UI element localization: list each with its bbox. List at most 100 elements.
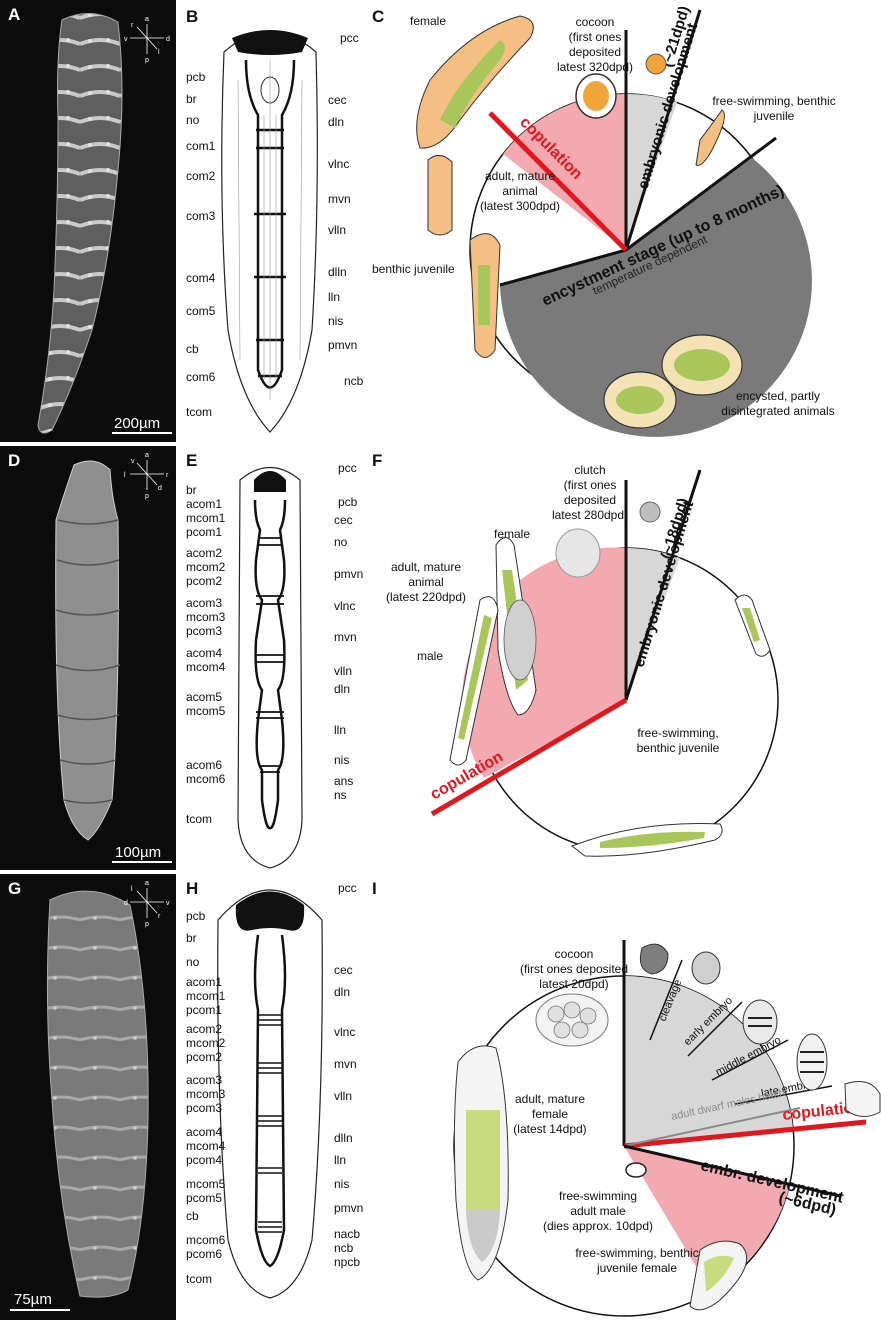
cord-e bbox=[255, 500, 285, 828]
panel-d: D a p l r v d 100µm bbox=[0, 446, 176, 870]
panel-label-d: D bbox=[8, 451, 20, 470]
svg-text:adult, mature: adult, mature bbox=[485, 169, 555, 183]
svg-text:dln: dln bbox=[334, 985, 350, 999]
labels-left-e: br acom1 mcom1 pcom1 acom2 mcom2 pcom2 a… bbox=[186, 483, 226, 826]
svg-text:juvenile female: juvenile female bbox=[596, 1261, 677, 1275]
labels-right-b: pcc cec dln vlnc mvn vlln dlln lln nis p… bbox=[328, 31, 364, 388]
svg-text:pcom6: pcom6 bbox=[186, 1247, 222, 1261]
svg-text:mcom5: mcom5 bbox=[186, 704, 226, 718]
svg-text:com6: com6 bbox=[186, 370, 216, 384]
svg-text:free-swimming, benthic: free-swimming, benthic bbox=[712, 94, 835, 108]
svg-text:pmvn: pmvn bbox=[334, 1201, 363, 1215]
male-label-i: free-swimming adult male (dies approx. 1… bbox=[543, 1189, 653, 1233]
panel-label-g: G bbox=[8, 879, 21, 898]
adult-drawing-c bbox=[428, 155, 452, 235]
body-outline-h bbox=[218, 890, 323, 1298]
panel-f: F copulation embryonic development (~18d… bbox=[372, 451, 778, 856]
svg-text:com1: com1 bbox=[186, 139, 216, 153]
svg-text:v: v bbox=[124, 36, 128, 43]
svg-text:com4: com4 bbox=[186, 271, 216, 285]
svg-text:cec: cec bbox=[334, 513, 353, 527]
encysted-label-c: encysted, partly disintegrated animals bbox=[721, 389, 834, 418]
svg-text:latest 20dpd): latest 20dpd) bbox=[539, 977, 608, 991]
svg-text:mcom1: mcom1 bbox=[186, 989, 226, 1003]
svg-text:vlln: vlln bbox=[334, 664, 352, 678]
body-outline-b bbox=[222, 32, 318, 432]
svg-text:v: v bbox=[166, 900, 170, 907]
panel-label-e: E bbox=[186, 451, 197, 470]
female-label-c: female bbox=[410, 14, 446, 28]
svg-text:(latest 220dpd): (latest 220dpd) bbox=[386, 590, 466, 604]
juvenile-female-label-i: free-swimming, benthic juvenile female bbox=[575, 1246, 698, 1275]
svg-text:mcom2: mcom2 bbox=[186, 560, 226, 574]
svg-text:p: p bbox=[145, 57, 149, 64]
svg-text:animal: animal bbox=[408, 575, 443, 589]
panel-label-h: H bbox=[186, 879, 198, 898]
svg-text:mcom6: mcom6 bbox=[186, 772, 226, 786]
free-swimming-label-f: free-swimming, benthic juvenile bbox=[637, 726, 720, 755]
scale-label-a: 200µm bbox=[114, 415, 160, 432]
svg-text:cb: cb bbox=[186, 342, 199, 356]
svg-text:vlln: vlln bbox=[328, 223, 346, 237]
svg-text:lln: lln bbox=[328, 290, 340, 304]
svg-text:dlln: dlln bbox=[328, 265, 347, 279]
svg-text:nis: nis bbox=[334, 753, 349, 767]
panel-label-a: A bbox=[8, 5, 20, 24]
svg-text:d: d bbox=[166, 36, 170, 43]
svg-text:p: p bbox=[145, 921, 149, 928]
svg-text:acom3: acom3 bbox=[186, 596, 222, 610]
svg-text:tcom: tcom bbox=[186, 1272, 212, 1286]
svg-text:cec: cec bbox=[328, 93, 347, 107]
svg-text:mcom5: mcom5 bbox=[186, 1177, 226, 1191]
svg-text:acom2: acom2 bbox=[186, 546, 222, 560]
svg-text:pcc: pcc bbox=[340, 31, 359, 45]
svg-text:pcb: pcb bbox=[186, 70, 206, 84]
svg-text:animal: animal bbox=[502, 184, 537, 198]
svg-text:encysted, partly: encysted, partly bbox=[736, 389, 820, 403]
panel-label-f: F bbox=[372, 451, 382, 470]
svg-text:acom4: acom4 bbox=[186, 1125, 222, 1139]
svg-text:pcom1: pcom1 bbox=[186, 1003, 222, 1017]
brain-b bbox=[232, 30, 308, 55]
brain-h bbox=[236, 892, 304, 931]
svg-text:deposited: deposited bbox=[564, 493, 616, 507]
svg-text:mcom2: mcom2 bbox=[186, 1036, 226, 1050]
brain-e bbox=[254, 471, 286, 492]
embryo-middle-i bbox=[743, 1000, 777, 1044]
svg-text:no: no bbox=[186, 113, 200, 127]
svg-text:acom1: acom1 bbox=[186, 497, 222, 511]
svg-text:a: a bbox=[145, 16, 149, 23]
female-eggs-f bbox=[504, 600, 536, 680]
svg-text:d: d bbox=[158, 485, 162, 492]
svg-text:(dies approx. 10dpd): (dies approx. 10dpd) bbox=[543, 1219, 653, 1233]
labels-right-h: pcc cec dln vlnc mvn vlln dlln lln nis p… bbox=[334, 881, 363, 1269]
svg-text:cec: cec bbox=[334, 963, 353, 977]
adult-female-gut-i bbox=[466, 1110, 500, 1210]
cyst-2-inner-c bbox=[674, 349, 730, 381]
adult-label-f: adult, mature animal (latest 220dpd) bbox=[386, 560, 466, 604]
embryo-drawing-c bbox=[646, 54, 666, 74]
svg-text:acom5: acom5 bbox=[186, 690, 222, 704]
svg-text:lln: lln bbox=[334, 1153, 346, 1167]
female-label-f: female bbox=[494, 527, 530, 541]
svg-text:tcom: tcom bbox=[186, 812, 212, 826]
svg-text:com2: com2 bbox=[186, 169, 216, 183]
panel-label-b: B bbox=[186, 7, 198, 26]
svg-text:mcom3: mcom3 bbox=[186, 610, 226, 624]
cocoon-label-i: cocoon (first ones deposited latest 20dp… bbox=[520, 947, 628, 991]
embryo-cleavage-i bbox=[640, 944, 668, 974]
svg-text:acom3: acom3 bbox=[186, 1073, 222, 1087]
svg-text:(first ones deposited: (first ones deposited bbox=[520, 962, 628, 976]
commissures-h bbox=[258, 1015, 282, 1232]
svg-text:acom4: acom4 bbox=[186, 646, 222, 660]
svg-text:ncb: ncb bbox=[334, 1241, 354, 1255]
svg-text:female: female bbox=[532, 1107, 568, 1121]
svg-text:nis: nis bbox=[328, 314, 343, 328]
embryo-drawing-f bbox=[640, 502, 660, 522]
adult-female-label-i: adult, mature female (latest 14dpd) bbox=[513, 1092, 586, 1136]
svg-text:free-swimming, benthic: free-swimming, benthic bbox=[575, 1246, 698, 1260]
panel-label-i: I bbox=[372, 879, 377, 898]
svg-text:free-swimming: free-swimming bbox=[559, 1189, 637, 1203]
svg-text:pmvn: pmvn bbox=[328, 338, 357, 352]
